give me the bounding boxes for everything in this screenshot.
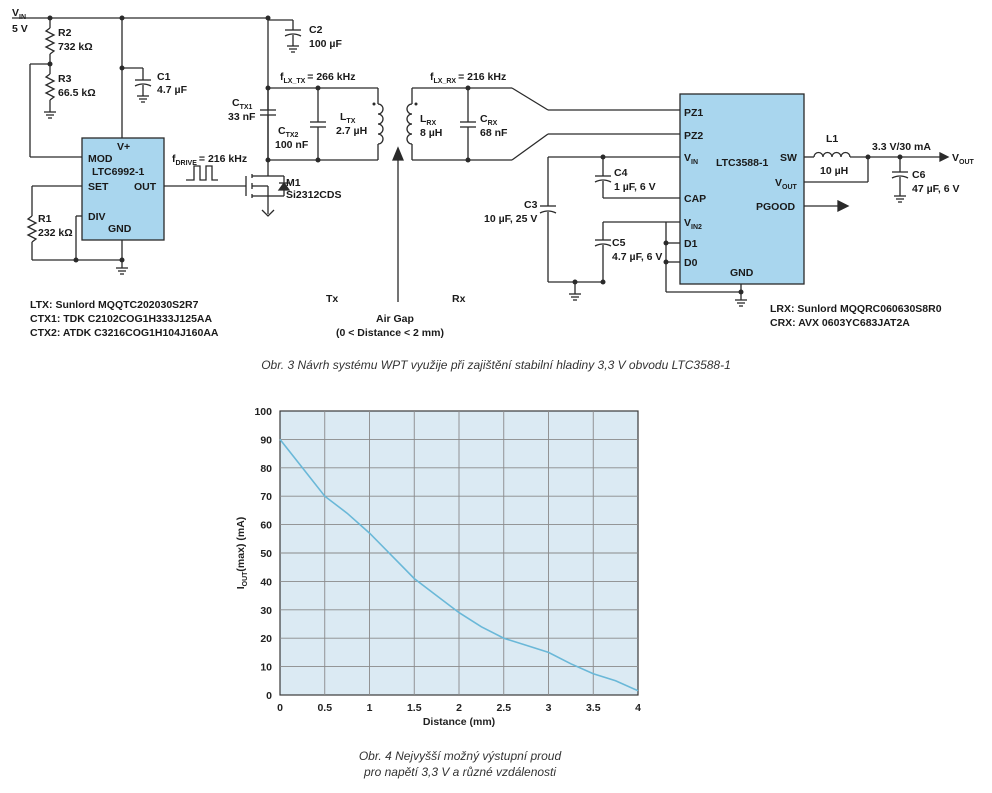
m1-part: Si2312CDS <box>286 189 341 201</box>
ic1-name: LTC6992-1 <box>92 166 144 178</box>
r3-value: 66.5 kΩ <box>58 87 96 99</box>
ic2-d0: D0 <box>684 257 698 269</box>
ic2-vin: VIN <box>684 152 698 166</box>
c1-value: 4.7 µF <box>157 84 188 96</box>
c1-label: C1 <box>157 71 171 83</box>
y-tick-label: 50 <box>260 548 272 560</box>
x-tick-label: 0.5 <box>317 702 332 714</box>
ic2-d1: D1 <box>684 238 698 250</box>
y-ticks: 0 10 20 30 40 50 60 70 80 90 100 <box>254 406 272 702</box>
parts-left-1: LTX: Sunlord MQQTC202030S2R7 <box>30 299 199 311</box>
ic1-out: OUT <box>134 181 157 193</box>
y-tick-label: 30 <box>260 605 272 617</box>
x-tick-label: 3 <box>546 702 552 714</box>
r2-label: R2 <box>58 27 72 39</box>
x-tick-label: 4 <box>635 702 641 714</box>
ic2-cap: CAP <box>684 193 706 205</box>
crx-value: 68 nF <box>480 127 508 139</box>
ic2-sw: SW <box>780 152 797 164</box>
x-tick-label: 2.5 <box>496 702 511 714</box>
c3-value: 10 µF, 25 V <box>484 213 537 225</box>
lrx-label: LRX <box>420 113 436 127</box>
r1-value: 232 kΩ <box>38 227 73 239</box>
figure-3-caption: Obr. 3 Návrh systému WPT využije při zaj… <box>261 358 731 372</box>
ltx-label: LTX <box>340 111 356 125</box>
lrx-value: 8 µH <box>420 127 442 139</box>
ltx-value: 2.7 µH <box>336 125 367 137</box>
ctx1-value: 33 nF <box>228 111 256 123</box>
y-tick-label: 20 <box>260 633 272 645</box>
fdrive-label: fDRIVE= 216 kHz <box>172 153 247 167</box>
l1-label: L1 <box>826 133 838 145</box>
y-tick-label: 10 <box>260 662 272 674</box>
tx-label: Tx <box>326 293 338 305</box>
crx-label: CRX <box>480 113 498 127</box>
x-ticks: 0 0.5 1 1.5 2 2.5 3 3.5 4 <box>277 702 641 714</box>
c5-label: C5 <box>612 237 626 249</box>
ic1-vplus: V+ <box>117 141 130 153</box>
c2-value: 100 µF <box>309 38 342 50</box>
vin-label: VIN <box>12 7 26 21</box>
figure-4-caption-line2: pro napětí 3,3 V a různé vzdálenosti <box>363 765 557 779</box>
airgap-range: (0 < Distance < 2 mm) <box>336 327 444 339</box>
y-tick-label: 80 <box>260 463 272 475</box>
wpt-schematic: VIN 5 V R2 732 kΩ R3 66.5 kΩ C1 4.7 µF C… <box>12 7 975 339</box>
x-axis-label: Distance (mm) <box>423 716 495 728</box>
c2-label: C2 <box>309 24 323 36</box>
parts-right-1: LRX: Sunlord MQQRC060630S8R0 <box>770 303 942 315</box>
flx-tx-label: fLX_TX= 266 kHz <box>280 71 355 85</box>
x-tick-label: 1 <box>367 702 373 714</box>
c6-label: C6 <box>912 169 926 181</box>
ctx1-label: CTX1 <box>232 97 253 111</box>
c6-value: 47 µF, 6 V <box>912 183 960 195</box>
figure-4-caption-line1: Obr. 4 Nejvyšší možný výstupní proud <box>358 749 562 763</box>
vout-label: VOUT <box>952 152 975 166</box>
r2-value: 732 kΩ <box>58 41 93 53</box>
ic2-pgood: PGOOD <box>756 201 796 213</box>
parts-right-2: CRX: AVX 0603YC683JAT2A <box>770 317 910 329</box>
ic2-vout: VOUT <box>775 177 798 191</box>
ic2-gnd: GND <box>730 267 754 279</box>
grid <box>280 411 638 695</box>
ic2-pz2: PZ2 <box>684 130 703 142</box>
ic1-gnd: GND <box>108 223 132 235</box>
m1-label: M1 <box>286 177 301 189</box>
ic2-name: LTC3588-1 <box>716 157 768 169</box>
r3-label: R3 <box>58 73 72 85</box>
y-tick-label: 90 <box>260 434 272 446</box>
x-tick-label: 1.5 <box>407 702 422 714</box>
ic1-mod: MOD <box>88 153 113 165</box>
c5-value: 4.7 µF, 6 V <box>612 251 662 263</box>
r1-label: R1 <box>38 213 52 225</box>
y-axis-label: IOUT(max) (mA) <box>235 517 249 590</box>
c4-label: C4 <box>614 167 628 179</box>
l1-value: 10 µH <box>820 165 848 177</box>
parts-left-3: CTX2: ATDK C3216COG1H104J160AA <box>30 327 219 339</box>
current-vs-distance-chart: 0 10 20 30 40 50 60 70 80 90 100 0 0.5 1 1.5 2 2.5 3 3.5 4… <box>235 406 641 728</box>
y-tick-label: 0 <box>266 690 272 702</box>
flx-rx-label: fLX_RX= 216 kHz <box>430 71 506 85</box>
ctx2-value: 100 nF <box>275 139 309 151</box>
ic2-vin2: VIN2 <box>684 217 702 231</box>
out-spec: 3.3 V/30 mA <box>872 141 931 153</box>
y-tick-label: 70 <box>260 491 272 503</box>
x-tick-label: 2 <box>456 702 462 714</box>
parts-left-2: CTX1: TDK C2102COG1H333J125AA <box>30 313 212 325</box>
c3-label: C3 <box>524 199 538 211</box>
y-tick-label: 60 <box>260 520 272 532</box>
x-tick-label: 0 <box>277 702 283 714</box>
ic1-div: DIV <box>88 211 106 223</box>
ctx2-label: CTX2 <box>278 125 299 139</box>
ic1-set: SET <box>88 181 109 193</box>
y-tick-label: 100 <box>254 406 272 418</box>
figure-4-caption: Obr. 4 Nejvyšší možný výstupní proud pro… <box>260 748 660 780</box>
ic2-pz1: PZ1 <box>684 107 703 119</box>
rx-label: Rx <box>452 293 466 305</box>
vin-value: 5 V <box>12 23 28 35</box>
y-tick-label: 40 <box>260 576 272 588</box>
airgap-label: Air Gap <box>376 313 414 325</box>
c4-value: 1 µF, 6 V <box>614 181 656 193</box>
x-tick-label: 3.5 <box>586 702 601 714</box>
series-line <box>279 438 639 692</box>
